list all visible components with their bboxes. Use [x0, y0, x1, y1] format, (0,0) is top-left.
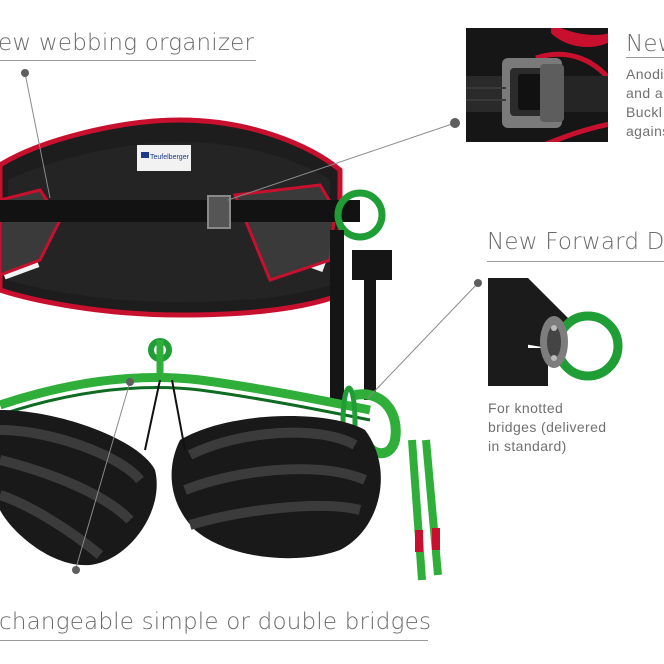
buckle-description: Anodi and a Buckl agains [626, 66, 664, 139]
bridges-rule [0, 640, 428, 641]
forward-d-description: For knotted bridges (delivered in standa… [488, 400, 607, 454]
bridges-heading: changeable simple or double bridges [0, 609, 432, 635]
brand-patch-text: Teufelberger [150, 154, 190, 161]
forward-d-heading: New Forward D [487, 229, 664, 255]
harness-photo: Teufelberger [0, 110, 460, 600]
callout-dot-icon [21, 69, 29, 77]
brand-patch: Teufelberger [137, 145, 191, 171]
buckle-rule [626, 57, 664, 58]
forward-d-rule [487, 261, 664, 262]
callout-dot-icon [474, 279, 482, 287]
forward-d-closeup-photo [488, 278, 628, 386]
buckle-heading: New [626, 31, 664, 57]
buckle-closeup-photo [466, 28, 608, 142]
webbing-organizer-rule [0, 60, 256, 61]
webbing-organizer-heading: ew webbing organizer [0, 30, 255, 56]
